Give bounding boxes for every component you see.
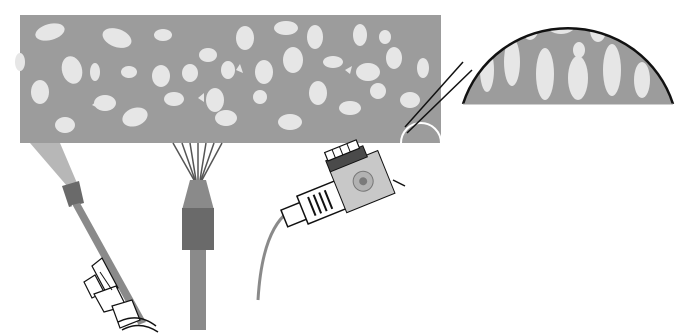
- fiber-optic-probe-icon: [172, 142, 223, 330]
- aggregate-stones: [15, 21, 429, 133]
- magnifier-connector-lines: [404, 61, 473, 134]
- flashlight-lamp-icon: [30, 143, 159, 333]
- sample-point-circle: [400, 122, 442, 144]
- magnified-detail-icon: [461, 26, 675, 105]
- handheld-scanner-icon: [256, 139, 406, 301]
